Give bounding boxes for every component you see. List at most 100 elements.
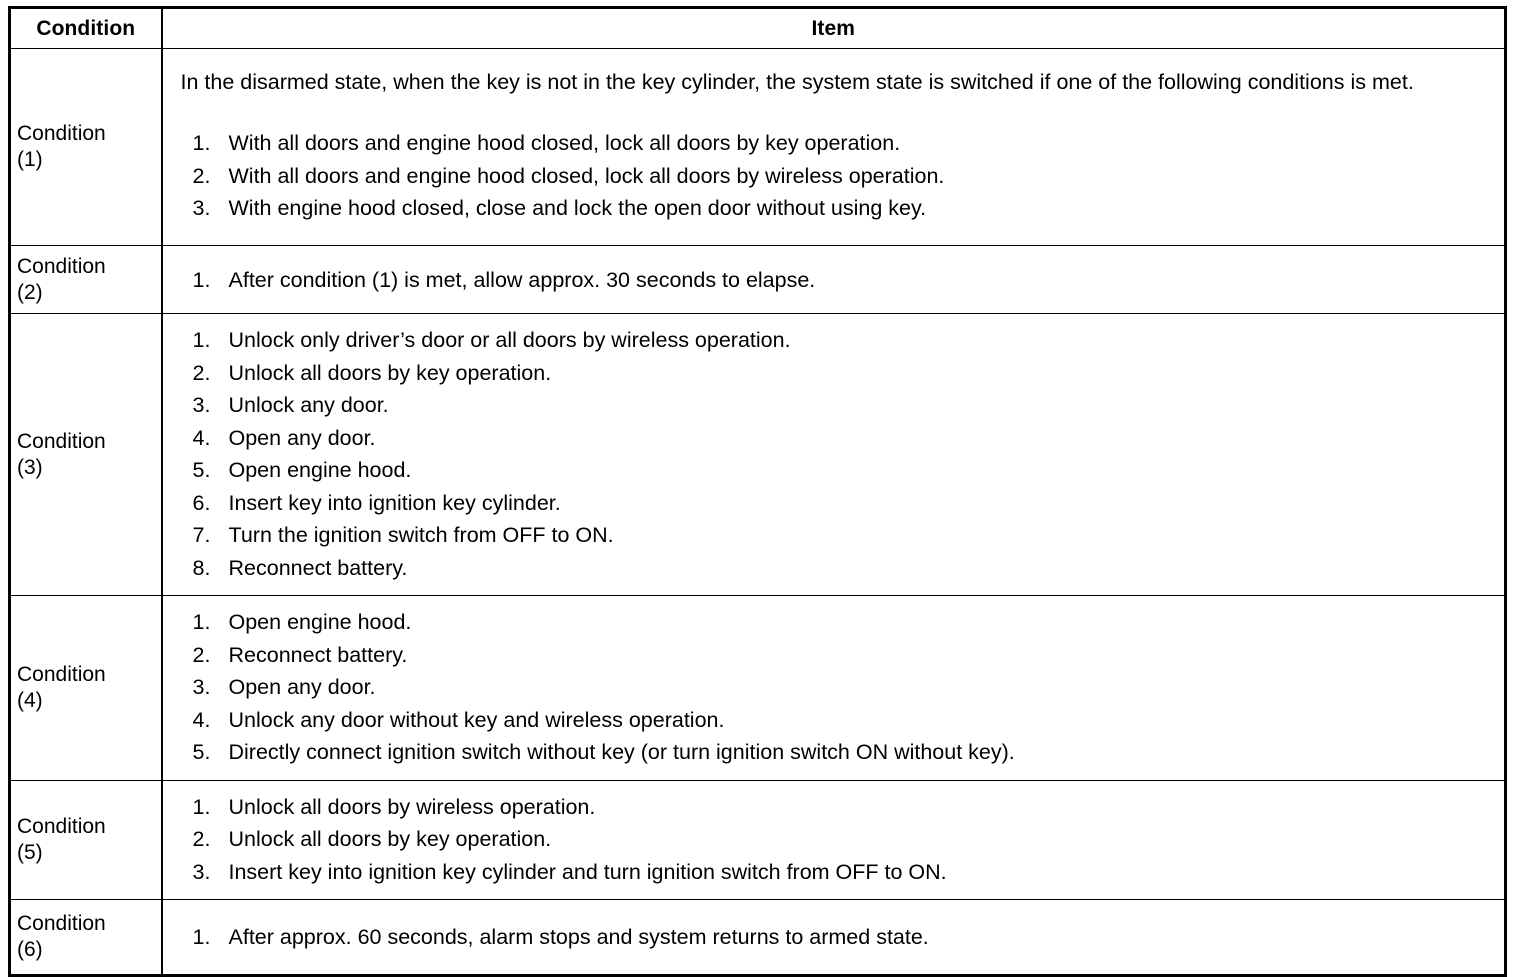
table-row: Condition (3) 1. Unlock only driver’s door…	[9, 313, 1506, 596]
list-item-text: Unlock all doors by key operation.	[228, 827, 552, 851]
list-item-text: Unlock any door without key and wireless…	[228, 707, 725, 732]
list-item-text: With all doors and engine hood closed, l…	[228, 131, 901, 156]
list-item-text: Reconnect battery.	[228, 555, 408, 580]
list-item-text: Open any door.	[228, 675, 376, 699]
list-item-text: Insert key into ignition key cylinder.	[228, 490, 561, 515]
list-item: 1. With all doors and engine hood closed,…	[173, 127, 1493, 160]
list-item: 6. Insert key into ignition key cylinder.	[173, 487, 1493, 520]
list-item-text: Unlock all doors by wireless operation.	[228, 794, 596, 819]
list-item-text: Open engine hood.	[228, 610, 412, 634]
list-item: 4. Open any door.	[173, 422, 1493, 455]
list-item: 2.Reconnect battery.	[173, 639, 1493, 672]
list-item-text: Insert key into ignition key cylinder an…	[228, 859, 947, 884]
list-item-number: 5.	[192, 740, 211, 764]
step-list: 1. With all doors and engine hood closed,…	[173, 127, 1493, 225]
list-item-number: 8.	[192, 555, 211, 580]
list-item: 5. Directly connect ignition switch witho…	[173, 736, 1493, 769]
list-item: 1. After condition (1) is met, allow appr…	[173, 264, 1493, 296]
table-row: Condition (4) 1. Open engine hood. 2.Reconn…	[9, 595, 1506, 781]
column-header-item: Item	[161, 7, 1506, 49]
list-item-text: Unlock only driver’s door or all doors b…	[228, 328, 791, 352]
step-list: 1. Unlock all doors by wireless operation…	[173, 791, 1493, 889]
condition-label: Condition (3)	[17, 429, 106, 479]
list-item-text: Turn the ignition switch from OFF to ON.	[228, 523, 614, 547]
item-content: In the disarmed state, when the key is n…	[173, 58, 1493, 236]
list-item-text: After approx. 60 seconds, alarm stops an…	[228, 925, 929, 949]
list-item-text: With engine hood closed, close and lock …	[228, 196, 927, 221]
list-item-number: 4.	[192, 707, 211, 732]
list-item: 8. Reconnect battery.	[173, 552, 1493, 585]
list-item: 3. With engine hood closed, close and loc…	[173, 192, 1493, 225]
step-list: 1. Unlock only driver’s door or all doors…	[173, 324, 1493, 584]
list-item: 1. After approx. 60 seconds, alarm stops …	[173, 921, 1493, 953]
list-item-number: 3.	[192, 675, 211, 699]
table-row: Condition (2) 1. After condition (1) is me…	[9, 245, 1506, 314]
condition-cell: Condition (3)	[9, 313, 163, 596]
step-list: 1. After approx. 60 seconds, alarm stops …	[173, 921, 1493, 953]
condition-label: Condition (1)	[17, 122, 106, 171]
table-header-row: Condition Item	[9, 7, 1506, 49]
list-item: 3.Unlock any door.	[173, 389, 1493, 422]
list-item: 5. Open engine hood.	[173, 454, 1493, 487]
condition-label: Condition (6)	[17, 912, 106, 961]
item-cell: In the disarmed state, when the key is n…	[161, 48, 1506, 246]
item-content: 1. Open engine hood. 2.Reconnect battery. 3…	[173, 596, 1493, 780]
condition-label: Condition (4)	[17, 662, 106, 712]
item-content: 1. After condition (1) is met, allow appr…	[173, 264, 1493, 296]
list-item-text: Open any door.	[228, 425, 376, 450]
list-item-number: 3.	[192, 196, 211, 221]
table-body: Condition (1) In the disarmed state, when…	[9, 48, 1506, 976]
condition-cell: Condition (6)	[9, 899, 163, 976]
table-row: Condition (5) 1. Unlock all doors by wirel…	[9, 779, 1506, 900]
list-item: 1. Unlock only driver’s door or all doors…	[173, 324, 1493, 357]
column-header-condition: Condition	[9, 7, 163, 49]
item-cell: 1. After condition (1) is met, allow appr…	[161, 245, 1506, 314]
list-item: 7. Turn the ignition switch from OFF to O…	[173, 519, 1493, 552]
list-item-number: 2.	[192, 360, 211, 385]
list-item-number: 3.	[192, 859, 211, 884]
list-item-number: 7.	[192, 523, 211, 547]
list-item-number: 1.	[192, 925, 211, 949]
list-item-number: 2.	[192, 642, 211, 667]
list-item-text: Directly connect ignition switch without…	[228, 740, 1015, 764]
table-header: Condition Item	[9, 7, 1506, 49]
list-item-number: 1.	[192, 610, 211, 634]
step-list: 1. Open engine hood. 2.Reconnect battery. 3…	[173, 606, 1493, 769]
list-item: 2. Unlock all doors by key operation.	[173, 357, 1493, 390]
condition-label: Condition (2)	[17, 254, 106, 304]
list-item-text: Unlock any door.	[228, 393, 389, 417]
condition-cell: Condition (1)	[9, 48, 163, 246]
list-item-number: 1.	[192, 267, 211, 292]
item-content: 1. After approx. 60 seconds, alarm stops …	[173, 921, 1493, 953]
item-content: 1. Unlock only driver’s door or all doors…	[173, 314, 1493, 595]
condition-label: Condition (5)	[17, 814, 106, 864]
list-item-number: 1.	[192, 794, 211, 819]
list-item: 1. Unlock all doors by wireless operation…	[173, 791, 1493, 824]
condition-cell: Condition (4)	[9, 595, 163, 781]
item-content: 1. Unlock all doors by wireless operation…	[173, 781, 1493, 900]
list-item-number: 4.	[192, 425, 211, 450]
list-item-number: 6.	[192, 490, 211, 515]
list-item-number: 2.	[192, 163, 211, 188]
condition-item-table: Condition Item Condition (1) In the disar…	[8, 6, 1507, 977]
condition-cell: Condition (5)	[9, 779, 163, 900]
table-row: Condition (6) 1. After approx. 60 seconds,…	[9, 899, 1506, 976]
list-item: 3. Insert key into ignition key cylinder …	[173, 856, 1493, 889]
item-cell: 1. Unlock all doors by wireless operation…	[161, 779, 1506, 900]
list-item-number: 1.	[192, 328, 211, 352]
condition-cell: Condition (2)	[9, 245, 163, 314]
list-item: 1. Open engine hood.	[173, 606, 1493, 639]
list-item-text: After condition (1) is met, allow approx…	[228, 267, 816, 292]
list-item-text: Open engine hood.	[228, 458, 412, 482]
item-cell: 1. Unlock only driver’s door or all doors…	[161, 313, 1506, 596]
list-item-number: 5.	[192, 458, 211, 482]
step-list: 1. After condition (1) is met, allow appr…	[173, 264, 1493, 296]
item-cell: 1. Open engine hood. 2.Reconnect battery. 3…	[161, 595, 1506, 781]
list-item-text: Unlock all doors by key operation.	[228, 360, 552, 385]
item-cell: 1. After approx. 60 seconds, alarm stops …	[161, 899, 1506, 976]
list-item: 2. Unlock all doors by key operation.	[173, 823, 1493, 856]
list-item-text: With all doors and engine hood closed, l…	[228, 163, 945, 188]
list-item-number: 2.	[192, 827, 211, 851]
list-item-number: 1.	[192, 131, 211, 156]
list-item: 2. With all doors and engine hood closed,…	[173, 160, 1493, 193]
